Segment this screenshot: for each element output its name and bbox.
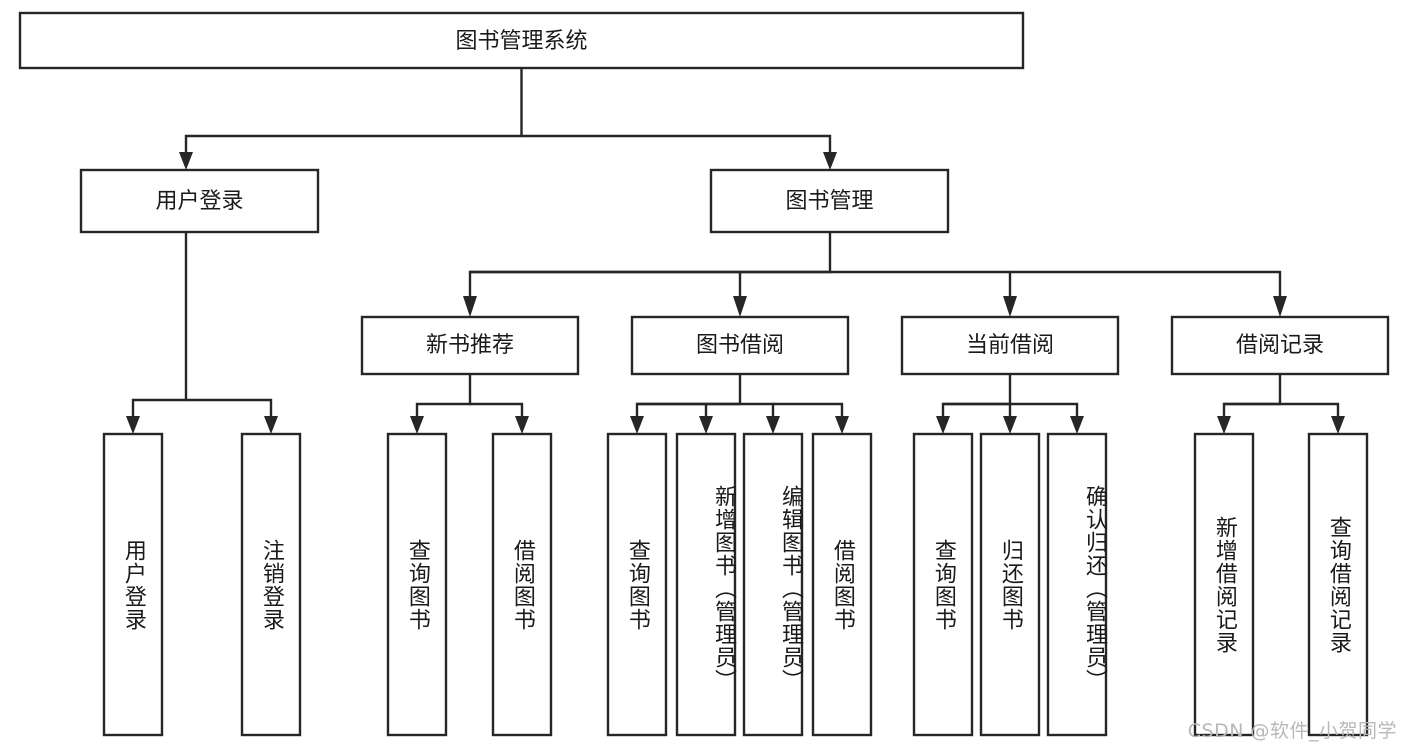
connector-bm-to-book-borrow (470, 270, 742, 296)
connector-cb-to-leaf-1 (941, 374, 1012, 420)
node-new-book-rec-box[interactable] (360, 315, 580, 376)
leaf-confirm-return-box[interactable] (1046, 432, 1108, 737)
connector-cb-to-leaf-2 (943, 402, 1012, 420)
leaf-boxes-user-login (102, 432, 302, 737)
connectors-current-borrow-to-leaves (936, 374, 1084, 434)
arrow-br-to-leaf-1 (1217, 416, 1231, 434)
connector-bm-to-new-book-rec (468, 232, 832, 296)
connector-bb-to-leaf-3 (706, 402, 775, 420)
connectors-new-book-rec-to-leaves (410, 374, 529, 434)
connector-ul-to-leaf-2 (186, 398, 273, 420)
leaf-add-book-box[interactable] (675, 432, 737, 737)
leaf-boxes-new-book-rec (386, 432, 553, 737)
arrow-cb-to-leaf-3 (1070, 416, 1084, 434)
connector-br-to-leaf-2 (1224, 402, 1340, 420)
connector-br-to-leaf-1 (1222, 374, 1282, 420)
arrow-bm-to-book-borrow (733, 296, 747, 317)
node-book-borrow[interactable]: 图书借阅 (630, 315, 850, 376)
node-new-book-rec-label: 新书推荐 (426, 333, 514, 358)
connector-bb-to-leaf-4 (773, 402, 844, 420)
node-root[interactable]: 图书管理系统 (18, 11, 1025, 70)
node-book-borrow-label: 图书借阅 (696, 333, 784, 358)
leaf-query-book-1-box[interactable] (386, 432, 448, 737)
leaf-logout-box[interactable] (240, 432, 302, 737)
node-user-login[interactable]: 用户登录 (79, 168, 320, 234)
arrow-cb-to-leaf-1 (936, 416, 950, 434)
connector-bb-to-leaf-1 (635, 374, 742, 420)
connector-bm-to-borrow-record (1010, 270, 1282, 296)
connector-cb-to-leaf-3 (1010, 402, 1079, 420)
node-book-manage[interactable]: 图书管理 (709, 168, 950, 234)
leaf-boxes-book-borrow (606, 432, 873, 737)
node-user-login-label: 用户登录 (155, 189, 243, 214)
arrow-ul-to-leaf-1 (126, 416, 140, 434)
arrow-bb-to-leaf-1 (630, 416, 644, 434)
node-new-book-rec[interactable]: 新书推荐 (360, 315, 580, 376)
leaf-add-record-box[interactable] (1193, 432, 1255, 737)
node-root-box[interactable] (18, 11, 1025, 70)
connector-nbr-to-leaf-1 (415, 374, 472, 420)
leaf-user-login-box[interactable] (102, 432, 164, 737)
connectors-user-login-to-leaves (126, 232, 278, 434)
leaf-query-book-2-box[interactable] (606, 432, 668, 737)
node-current-borrow-label: 当前借阅 (966, 333, 1054, 358)
connector-bm-to-current-borrow (740, 270, 1012, 296)
connector-bb-to-leaf-2 (637, 402, 708, 420)
connectors-book-manage-to-level3 (463, 232, 1287, 317)
connectors-book-borrow-to-leaves (630, 374, 849, 434)
connector-root-to-user-login (184, 68, 523, 156)
node-book-borrow-box[interactable] (630, 315, 850, 376)
arrow-bb-to-leaf-3 (766, 416, 780, 434)
node-book-manage-label: 图书管理 (785, 189, 873, 214)
arrow-bb-to-leaf-2 (699, 416, 713, 434)
node-user-login-box[interactable] (79, 168, 320, 234)
node-current-borrow[interactable]: 当前借阅 (900, 315, 1120, 376)
connector-nbr-to-leaf-2 (470, 402, 524, 420)
connector-root-to-book-manage (521, 134, 832, 156)
arrow-bm-to-new-book-rec (463, 296, 477, 317)
leaf-boxes-borrow-record (1193, 432, 1369, 737)
node-current-borrow-box[interactable] (900, 315, 1120, 376)
arrow-nbr-to-leaf-1 (410, 416, 424, 434)
arrow-root-to-book-manage (823, 152, 837, 170)
arrow-ul-to-leaf-2 (264, 416, 278, 434)
leaf-return-book-box[interactable] (979, 432, 1041, 737)
arrow-bm-to-current-borrow (1003, 296, 1017, 317)
leaf-borrow-book-1-box[interactable] (491, 432, 553, 737)
connectors-root-to-level2 (179, 68, 837, 170)
connectors-borrow-record-to-leaves (1217, 374, 1345, 434)
arrow-bm-to-borrow-record (1273, 296, 1287, 317)
node-borrow-record-box[interactable] (1170, 315, 1390, 376)
leaf-query-record-box[interactable] (1307, 432, 1369, 737)
csdn-watermark: CSDN @软件_小贺同学 (1187, 720, 1397, 742)
node-root-label: 图书管理系统 (455, 29, 587, 54)
leaf-query-book-3-box[interactable] (912, 432, 974, 737)
leaf-boxes-current-borrow (912, 432, 1108, 737)
node-borrow-record-label: 借阅记录 (1236, 333, 1324, 358)
arrow-root-to-user-login (179, 152, 193, 170)
arrow-nbr-to-leaf-2 (515, 416, 529, 434)
node-borrow-record[interactable]: 借阅记录 (1170, 315, 1390, 376)
arrow-bb-to-leaf-4 (835, 416, 849, 434)
leaf-borrow-book-2-box[interactable] (811, 432, 873, 737)
leaf-edit-book-box[interactable] (742, 432, 804, 737)
connector-ul-to-leaf-1 (131, 232, 188, 420)
node-book-manage-box[interactable] (709, 168, 950, 234)
arrow-cb-to-leaf-2 (1003, 416, 1017, 434)
arrow-br-to-leaf-2 (1331, 416, 1345, 434)
